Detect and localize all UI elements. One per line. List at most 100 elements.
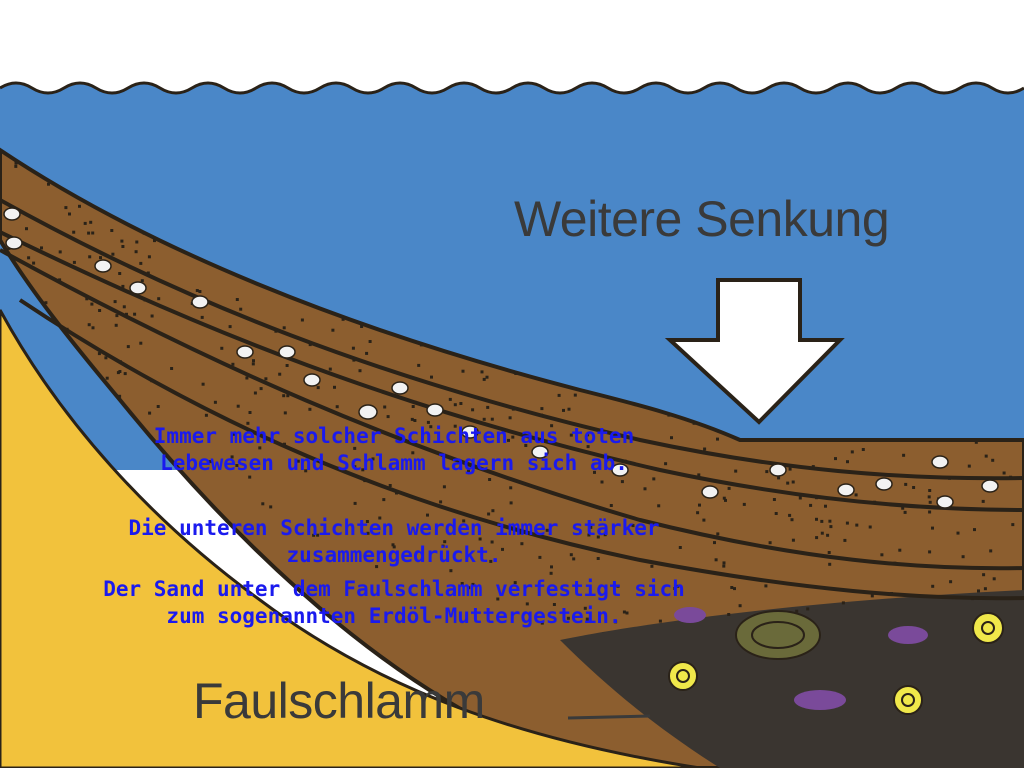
- speckle: [25, 227, 28, 231]
- speckle: [518, 531, 522, 535]
- speckle: [32, 261, 36, 265]
- speckle: [97, 352, 101, 356]
- speckle: [562, 408, 565, 412]
- caption-deposition: Immer mehr solcher Schichten aus toten L…: [154, 423, 634, 477]
- speckle: [509, 486, 513, 490]
- speckle: [603, 533, 607, 537]
- speckle: [204, 413, 208, 417]
- fossil-shell-icon: [668, 612, 1004, 715]
- speckle: [622, 610, 626, 614]
- speckle: [798, 496, 802, 500]
- speckle: [411, 405, 415, 408]
- speckle: [491, 509, 495, 513]
- speckle: [550, 565, 553, 569]
- speckle: [252, 359, 255, 363]
- speckle: [870, 594, 874, 598]
- speckle: [738, 604, 742, 608]
- speckle: [809, 503, 813, 507]
- speckle: [208, 460, 212, 464]
- speckle: [973, 528, 976, 532]
- speckle: [490, 540, 494, 544]
- speckle: [514, 372, 518, 375]
- speckle: [430, 375, 433, 379]
- speckle: [91, 326, 95, 330]
- speckle: [176, 509, 180, 513]
- speckle: [545, 528, 549, 532]
- speckle: [614, 620, 618, 624]
- speckle: [426, 420, 430, 424]
- speckle: [68, 212, 71, 216]
- speckle: [358, 369, 362, 373]
- speckle: [961, 555, 965, 559]
- speckle: [596, 557, 600, 560]
- speckle: [140, 279, 144, 283]
- speckle: [815, 517, 818, 521]
- caption-mother-rock: Der Sand unter dem Faulschlamm verfestig…: [103, 576, 685, 630]
- speckle: [308, 407, 312, 411]
- layer-boundaries: [0, 198, 1024, 601]
- caption-line: Immer mehr solcher Schichten aus toten: [153, 424, 635, 448]
- speckle: [482, 377, 486, 381]
- speckle: [453, 403, 457, 407]
- speckle: [489, 559, 493, 563]
- speckle: [312, 533, 316, 537]
- speckle: [566, 616, 570, 620]
- speckle: [983, 587, 987, 591]
- speckle: [549, 571, 553, 575]
- speckle: [126, 345, 130, 349]
- speckle: [388, 484, 392, 487]
- speckle: [417, 363, 421, 367]
- speckle: [643, 487, 647, 491]
- speckle: [139, 261, 143, 265]
- speckle: [125, 312, 128, 316]
- caption-line: Der Sand unter dem Faulschlamm verfestig…: [103, 577, 685, 601]
- speckle: [991, 458, 995, 462]
- speckle: [525, 602, 529, 606]
- speckle: [157, 297, 161, 301]
- speckle: [87, 231, 91, 235]
- speckle: [788, 513, 792, 517]
- speckle: [658, 619, 662, 623]
- speckle: [904, 482, 908, 486]
- pebbles: [3, 207, 999, 509]
- speckle: [261, 502, 265, 506]
- speckle: [977, 589, 980, 593]
- speckle: [467, 469, 470, 473]
- speckle: [520, 542, 524, 546]
- speckle: [696, 511, 700, 515]
- speckle: [478, 537, 482, 541]
- mud-label-pointer: [567, 714, 651, 720]
- speckle: [228, 325, 232, 329]
- caption-compression: Die unteren Schichten werden immer stärk…: [128, 515, 659, 569]
- speckle: [552, 603, 556, 606]
- speckle: [341, 317, 345, 321]
- speckle: [235, 464, 239, 467]
- sand-layer: [0, 309, 701, 768]
- speckle: [448, 397, 452, 401]
- speckle: [703, 447, 707, 451]
- speckle: [826, 533, 830, 537]
- speckle: [123, 372, 127, 376]
- speckle: [150, 314, 154, 318]
- speckle: [235, 298, 239, 301]
- speckle: [631, 524, 635, 528]
- speckle: [459, 402, 463, 405]
- speckle: [586, 445, 590, 449]
- speckle: [730, 586, 734, 589]
- speckle: [768, 541, 772, 545]
- speckle: [44, 301, 48, 305]
- speckle: [490, 417, 494, 421]
- speckle: [724, 498, 727, 502]
- speckle: [232, 432, 236, 436]
- speckle: [316, 533, 320, 537]
- speckle: [118, 394, 122, 398]
- speckle: [713, 541, 716, 545]
- speckle: [829, 525, 833, 529]
- speckle: [148, 411, 152, 415]
- water-surface-line: [0, 81, 1024, 95]
- speckle: [361, 468, 365, 472]
- speckle: [286, 394, 290, 398]
- speckle: [411, 451, 415, 455]
- speckle: [383, 405, 387, 409]
